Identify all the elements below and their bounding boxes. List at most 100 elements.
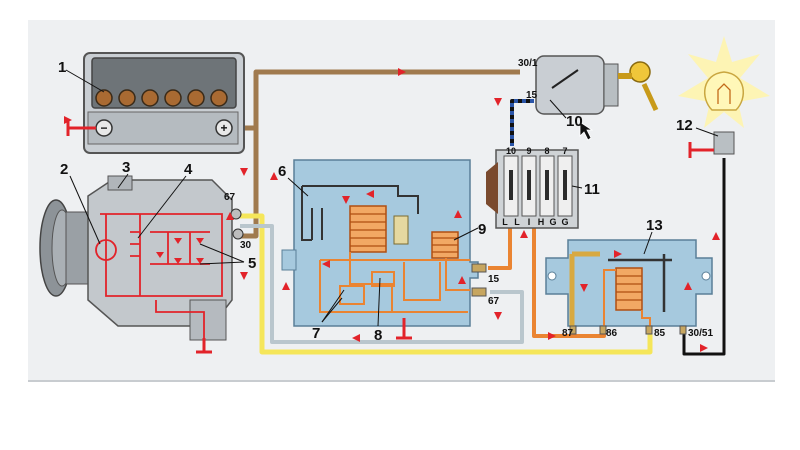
relay-coil	[615, 267, 643, 311]
arrow-right	[548, 332, 556, 340]
arrow-right	[64, 116, 72, 124]
terminal-label-relay-85: 85	[654, 328, 666, 339]
callout-4: 4	[184, 161, 193, 178]
arrow-up	[684, 282, 692, 290]
arrow-right	[700, 344, 708, 352]
callout-voltage-regulator: 6	[278, 163, 286, 180]
fuse-bottom-label: L	[514, 217, 520, 227]
regulator-mount-left	[281, 249, 297, 271]
terminal-label-relay-87: 87	[562, 328, 574, 339]
terminal-label-regulator-67: 67	[488, 296, 500, 307]
regulator-contact-block	[393, 215, 409, 245]
terminal-label-regulator-15: 15	[488, 274, 500, 285]
ignition-switch	[535, 55, 659, 141]
arrow-down	[580, 284, 588, 292]
arrow-left	[366, 190, 374, 198]
callout-8: 8	[374, 327, 382, 344]
callout-indicator-lamp: 12	[676, 117, 693, 134]
terminal-label-alternator-67: 67	[224, 192, 236, 203]
arrow-up	[454, 210, 462, 218]
callout-3: 3	[122, 159, 130, 176]
fuse-label-7: 7	[562, 146, 567, 156]
callout-rectifier: 5	[248, 255, 256, 272]
fuse-label-9: 9	[526, 146, 531, 156]
relay-pins	[569, 325, 687, 335]
rectifier-diodes	[156, 238, 204, 264]
terminal-label-relay-30-51: 30/51	[688, 328, 713, 339]
current-flow-arrows	[64, 68, 720, 352]
ignition-switch-body	[535, 55, 605, 115]
callout-7: 7	[312, 325, 320, 342]
fuse-box: 10 9 8 7 L L I H G G	[486, 146, 579, 229]
wire-orange-fuse-to-regulator	[488, 226, 512, 270]
regulator-main-coil	[349, 205, 387, 253]
ignition-switch-contact	[551, 69, 579, 89]
terminal-label-alternator-30: 30	[240, 240, 252, 251]
arrow-up	[712, 232, 720, 240]
battery-minus-terminal: −	[95, 119, 113, 137]
relay-contact-spring	[608, 254, 672, 312]
regulator-terminal-15	[471, 263, 487, 273]
battery-plus-terminal: +	[215, 119, 233, 137]
alternator	[39, 175, 244, 354]
arrow-right	[398, 68, 406, 76]
ignition-switch-barrel	[603, 63, 619, 107]
alternator-terminal-30	[232, 228, 244, 240]
arrow-down	[342, 196, 350, 204]
regulator-small-coil	[431, 231, 459, 259]
callout-relay: 13	[646, 217, 663, 234]
terminal-labels: 30/1 15 67 30 15 67 87 86 85 30/51	[224, 58, 713, 339]
callouts: 1 2 3 4 5 6 7 8 9 10 11 12 13	[58, 59, 693, 344]
callout-fuse-box: 11	[584, 181, 600, 198]
arrow-left	[322, 260, 330, 268]
callout-battery: 1	[58, 59, 66, 76]
arrow-up	[270, 172, 278, 180]
terminal-label-ignition-30-1: 30/1	[518, 58, 538, 69]
regulator-internal-circuit	[319, 252, 470, 313]
battery-cells	[95, 89, 228, 107]
lamp-base	[713, 131, 735, 155]
fuse-bottom-label: H	[538, 217, 545, 227]
alternator-fan	[65, 211, 91, 285]
wire-grey-field	[240, 224, 524, 344]
arrow-up	[520, 230, 528, 238]
svg-text:+: +	[220, 121, 227, 135]
arrow-up	[282, 282, 290, 290]
regulator-mechanism	[301, 185, 419, 241]
fuse-bottom-label: I	[528, 217, 531, 227]
fuse-box-mount	[486, 162, 498, 214]
relay	[545, 239, 713, 335]
fuse-bottom-labels: L L I H G G	[502, 217, 568, 227]
callout-9: 9	[478, 221, 486, 238]
voltage-regulator	[281, 159, 487, 340]
wire-ignition-15-blue	[510, 99, 534, 146]
relay-internal-circuit	[603, 269, 651, 326]
arrow-down	[240, 272, 248, 280]
arrow-down	[614, 250, 622, 258]
svg-text:−: −	[100, 121, 107, 135]
alternator-mount-bottom	[189, 299, 227, 341]
fuse-label-8: 8	[544, 146, 549, 156]
fuse-box-links	[509, 170, 567, 200]
alternator-mount-top	[107, 175, 133, 191]
terminal-label-relay-86: 86	[606, 328, 618, 339]
regulator-terminal-67	[471, 287, 487, 297]
lamp-filament	[717, 83, 731, 104]
arrow-down	[240, 168, 248, 176]
arrow-down	[494, 98, 502, 106]
ignition-key-icon	[618, 61, 659, 112]
wire-battery-to-alternator	[240, 128, 259, 239]
relay-armature	[569, 251, 600, 326]
leader-lines	[65, 69, 719, 327]
wire-black-relay-to-lamp	[682, 158, 726, 356]
fuse-bottom-label: G	[561, 217, 568, 227]
callout-2: 2	[60, 161, 68, 178]
battery-base	[87, 111, 239, 145]
arrow-left	[352, 334, 360, 342]
battery: − +	[66, 52, 245, 154]
arrow-up	[226, 212, 234, 220]
fuse-label-10: 10	[506, 146, 516, 156]
fuse-bottom-label: L	[502, 217, 508, 227]
fuse-top-labels: 10 9 8 7	[506, 146, 568, 156]
